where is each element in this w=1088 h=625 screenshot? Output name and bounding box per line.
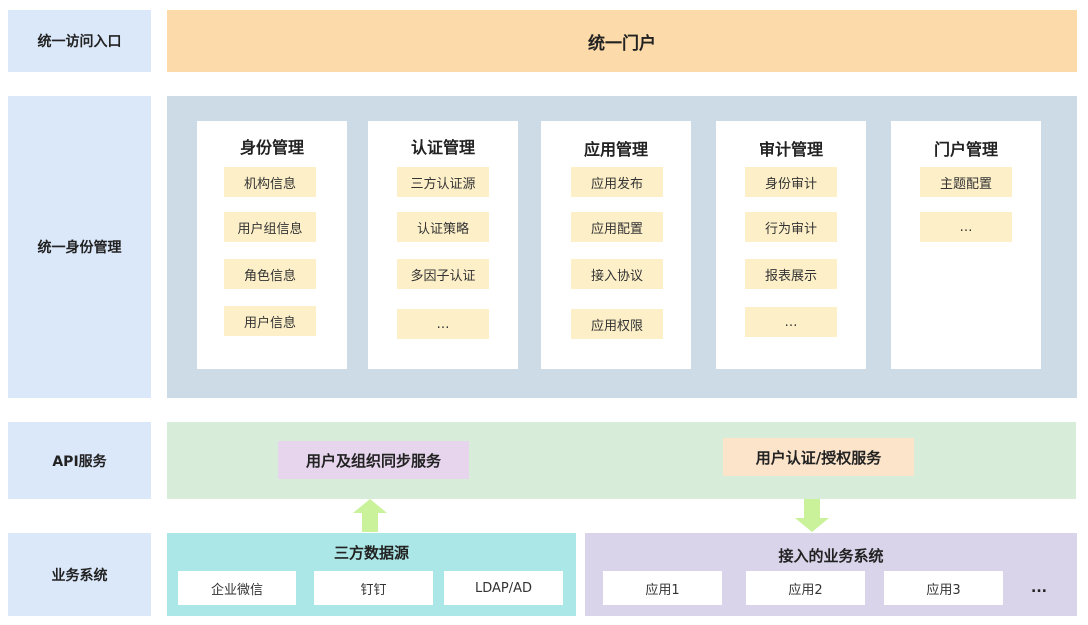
module-item: 报表展示 [745,259,837,289]
user-auth-service: 用户认证/授权服务 [723,438,914,476]
module-item: 身份审计 [745,167,837,197]
module-item: 认证策略 [397,212,489,242]
business-title: 接入的业务系统 [778,547,884,565]
up-arrow-icon [353,499,387,532]
module-item: … [745,307,837,337]
module-identity: 身份管理 机构信息 用户组信息 角色信息 用户信息 [197,121,347,369]
source-item: LDAP/AD [444,571,563,605]
module-item: 角色信息 [224,259,316,289]
unified-portal: 统一门户 [167,10,1077,72]
row-label-api: API服务 [8,422,151,499]
module-title: 认证管理 [410,138,475,157]
module-title: 应用管理 [583,140,648,159]
row-label-identity: 统一身份管理 [8,96,151,398]
source-item: 钉钉 [314,571,433,605]
business-app-item: 应用2 [746,571,865,605]
module-title: 门户管理 [933,140,998,159]
module-item: 应用权限 [571,309,663,339]
module-portal: 门户管理 主题配置 … [891,121,1041,369]
module-title: 审计管理 [758,140,823,159]
module-item: 机构信息 [224,167,316,197]
row-label-access: 统一访问入口 [8,10,151,72]
sources-title: 三方数据源 [333,544,409,562]
module-item: 接入协议 [571,259,663,289]
business-app-item: 应用1 [603,571,722,605]
user-org-sync-service: 用户及组织同步服务 [278,441,469,479]
module-item: 用户组信息 [224,212,316,242]
business-systems-panel: 接入的业务系统 应用1 应用2 应用3 ... [585,533,1077,616]
module-item: 多因子认证 [397,259,489,289]
module-item: 用户信息 [224,306,316,336]
down-arrow-icon [795,499,829,532]
third-party-sources-panel: 三方数据源 企业微信 钉钉 LDAP/AD [167,533,576,616]
business-app-item: 应用3 [884,571,1003,605]
module-item: 主题配置 [920,167,1012,197]
row-label-business: 业务系统 [8,533,151,616]
module-application: 应用管理 应用发布 应用配置 接入协议 应用权限 [541,121,691,369]
module-title: 身份管理 [239,138,304,157]
module-authentication: 认证管理 三方认证源 认证策略 多因子认证 … [368,121,518,369]
source-item: 企业微信 [178,571,296,605]
module-item: … [920,212,1012,242]
business-more: ... [1031,580,1047,596]
module-item: … [397,309,489,339]
module-item: 应用发布 [571,167,663,197]
module-item: 应用配置 [571,212,663,242]
module-audit: 审计管理 身份审计 行为审计 报表展示 … [716,121,866,369]
module-item: 三方认证源 [397,167,489,197]
module-item: 行为审计 [745,212,837,242]
